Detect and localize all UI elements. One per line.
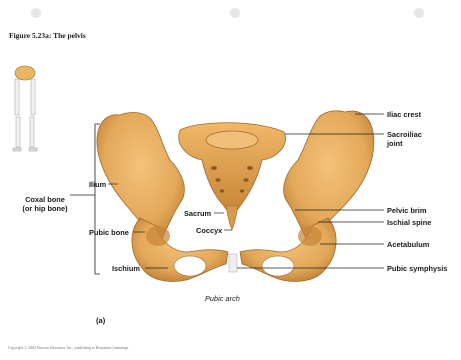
label-pubic-arch: Pubic arch xyxy=(205,294,240,303)
pubic-symphysis-cartilage xyxy=(229,254,237,272)
label-acetabulum: Acetabulum xyxy=(387,240,429,249)
panel-label: (a) xyxy=(96,316,105,325)
label-sacrum: Sacrum xyxy=(184,209,211,218)
coccyx-bone xyxy=(226,206,238,230)
label-iliac-crest: Iliac crest xyxy=(387,110,421,119)
label-coxal-bone-1: Coxal bone xyxy=(20,195,70,204)
label-ilium: Ilium xyxy=(89,180,106,189)
label-pelvic-brim: Pelvic brim xyxy=(387,206,426,215)
label-coccyx: Coccyx xyxy=(196,226,222,235)
right-obturator-foramen xyxy=(262,256,294,276)
skeleton-thumbnail-icon xyxy=(13,66,37,151)
label-ischium: Ischium xyxy=(112,264,140,273)
label-ischial-spine: Ischial spine xyxy=(387,218,431,227)
copyright-text: Copyright © 2003 Pearson Education, Inc.… xyxy=(8,346,129,350)
left-obturator-foramen xyxy=(174,256,206,276)
label-coxal-bone-2: (or hip bone) xyxy=(17,204,73,213)
vertebra-l5 xyxy=(206,131,258,149)
right-acetabulum xyxy=(298,226,322,246)
left-acetabulum xyxy=(146,226,170,246)
label-sacroiliac-joint-1: Sacroiliac xyxy=(387,130,422,139)
label-pubic-symphysis: Pubic symphysis xyxy=(387,264,447,273)
label-sacroiliac-joint-2: joint xyxy=(387,139,403,148)
label-pubic-bone: Pubic bone xyxy=(89,228,129,237)
